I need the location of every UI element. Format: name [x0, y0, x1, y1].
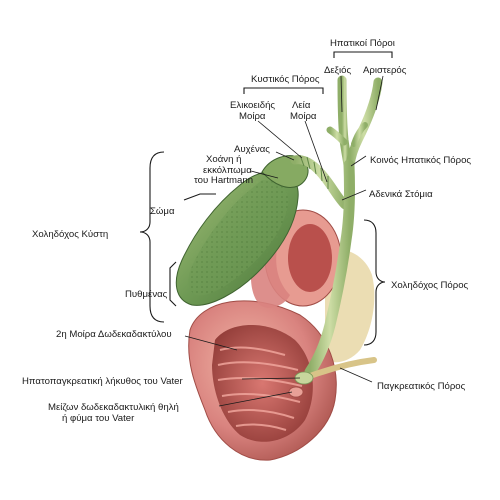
label-common-hepatic-duct: Κοινός Ηπατικός Πόρος — [370, 155, 471, 166]
leader-infundibulum — [250, 170, 279, 179]
gallbladder-texture — [188, 180, 289, 296]
duodenum-mucosa — [212, 325, 313, 442]
leader-lymph — [341, 189, 367, 201]
label-ampulla: Ηπατοπαγκρεατική λήκυθος του Vater — [22, 376, 183, 387]
leader-smooth — [304, 120, 328, 183]
hepatic-branch-2 — [351, 122, 368, 147]
label-papilla-2: ή φύμα του Vater — [62, 413, 135, 424]
brace-hepatic-ducts — [333, 51, 393, 58]
label-hepatic-ducts: Ηπατικοί Πόροι — [330, 38, 395, 49]
label-neck: Αυχένας — [234, 144, 270, 155]
label-spiral-part-2: Μοίρα — [239, 111, 266, 122]
label-body: Σώμα — [150, 206, 175, 217]
leader-pancreatic — [339, 367, 373, 383]
leader-spiral — [257, 120, 303, 159]
label-right-hepatic: Δεξιός — [324, 65, 351, 76]
hepatic-branch-1 — [326, 126, 348, 146]
label-smooth-part-1: Λεία — [292, 100, 311, 111]
label-smooth-part-2: Μοίρα — [290, 111, 317, 122]
label-common-bile-duct: Χοληδόχος Πόρος — [391, 280, 469, 291]
leader-right — [340, 75, 343, 113]
cystic-duct — [290, 155, 350, 210]
label-cystic-duct: Κυστικός Πόρος — [251, 74, 320, 85]
brace-gallbladder — [139, 151, 165, 323]
brace-cystic-duct — [243, 87, 324, 94]
leader-ampulla — [241, 377, 301, 380]
leader-left — [375, 75, 384, 111]
label-lymph-node: Αδενικά Στόμια — [369, 189, 433, 200]
common-bile-duct — [304, 159, 356, 378]
label-infundibulum-3: του Hartmann — [194, 175, 253, 186]
label-spiral-part-1: Ελικοειδής — [230, 100, 275, 111]
brace-fundus — [169, 261, 177, 307]
leader-common-hepatic — [350, 155, 367, 167]
label-gallbladder: Χοληδόχος Κύστη — [32, 229, 108, 240]
label-fundus: Πυθμένας — [125, 289, 168, 300]
label-left-hepatic: Αριστερός — [363, 65, 407, 76]
brace-common-bile-duct — [363, 219, 386, 346]
right-hepatic-duct — [337, 75, 353, 170]
leader-papilla — [218, 391, 293, 407]
brace-body — [183, 193, 216, 201]
label-pancreatic-duct: Παγκρεατικός Πόρος — [377, 381, 466, 392]
label-papilla-1: Μείζων δωδεκαδακτυλική θηλή — [48, 402, 179, 413]
label-infundibulum-2: εκκόλπωμα — [203, 165, 252, 176]
duodenum-cut-inner — [288, 224, 332, 292]
label-duodenum: 2η Μοίρα Δωδεκαδακτύλου — [56, 329, 172, 340]
label-infundibulum-1: Χοάνη ή — [206, 154, 241, 165]
major-duodenal-papilla — [288, 386, 304, 398]
leader-neck — [275, 151, 295, 161]
leader-duodenum — [184, 335, 238, 351]
